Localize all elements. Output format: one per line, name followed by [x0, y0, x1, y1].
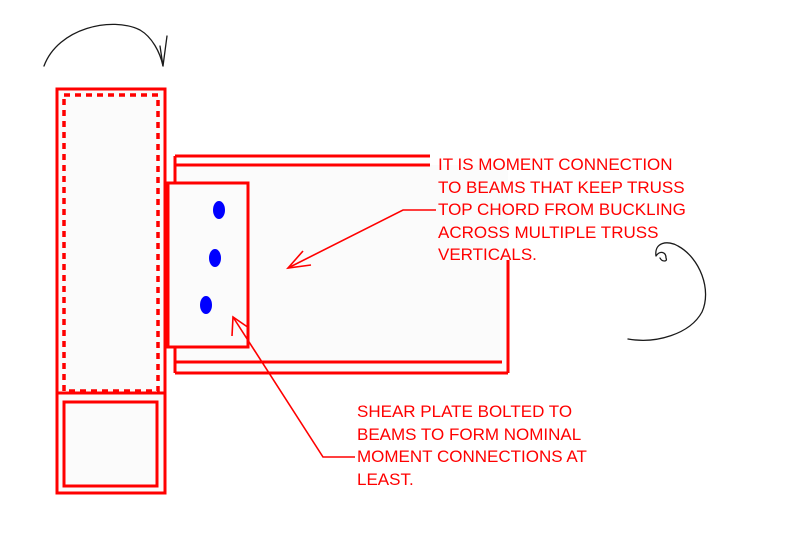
truss-bottom-box [55, 391, 167, 495]
truss-box-inner [62, 400, 159, 488]
column-outer-outline [55, 87, 167, 395]
rotation-arrow-arc [43, 23, 164, 67]
shear-note-line-2: BEAMS TO FORM NOMINAL [357, 424, 582, 444]
bolt-middle [209, 249, 221, 267]
rotation-arrow-head [159, 35, 168, 67]
moment-note-leader [285, 209, 436, 270]
moment-note-line-4: ACROSS MULTIPLE TRUSS [438, 222, 659, 242]
shear-note-leader [231, 315, 355, 458]
column [55, 87, 167, 395]
shear-note-line-1: SHEAR PLATE BOLTED TO [357, 402, 573, 421]
bolt-top [213, 201, 225, 219]
shear-leader-line [232, 316, 355, 458]
bolt-bottom [200, 296, 212, 314]
moment-note-line-3: TOP CHORD FROM BUCKLING [438, 200, 686, 219]
shear-note-line-3: MOMENT CONNECTIONS AT [357, 447, 587, 466]
rotation-arrow-sketch [43, 23, 168, 67]
moment-note-line-2: TO BEAMS THAT KEEP TRUSS [438, 177, 685, 197]
shear-leader-arrowhead [231, 315, 250, 337]
shear-note-line-4: LEAST. [357, 469, 414, 489]
moment-leader-arrowhead [285, 250, 312, 270]
shear-plate-note: SHEAR PLATE BOLTED TO BEAMS TO FORM NOMI… [357, 401, 587, 491]
moment-note-line-5: VERTICALS. [438, 245, 537, 264]
moment-connection-note: IT IS MOMENT CONNECTION TO BEAMS THAT KE… [438, 154, 686, 267]
moment-note-line-1: IT IS MOMENT CONNECTION [438, 155, 673, 174]
moment-leader-line [287, 209, 436, 269]
pencil-squiggle-sketch [627, 242, 707, 341]
column-dashed-inner-outline [62, 93, 160, 393]
truss-box-outer [55, 391, 167, 495]
